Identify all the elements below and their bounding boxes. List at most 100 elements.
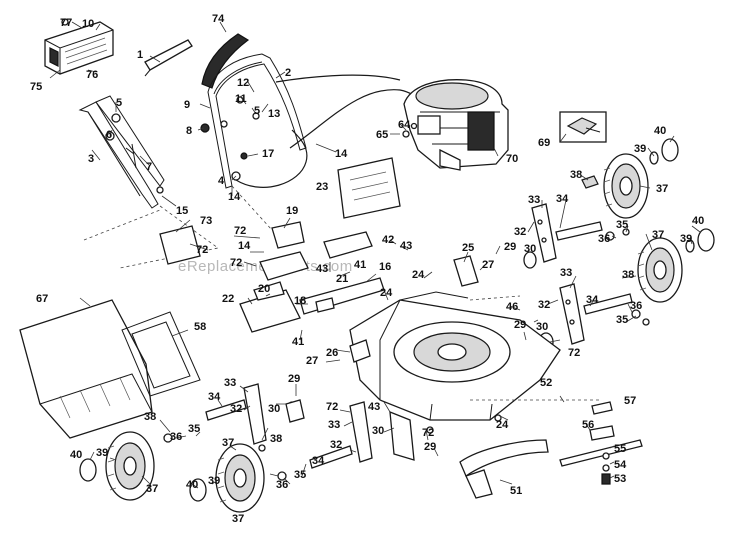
callout-40-c: 40 — [70, 449, 82, 461]
handle-assembly — [44, 18, 421, 269]
callout-4: 4 — [218, 175, 225, 187]
rear-wheel-top — [581, 138, 679, 219]
callout-7: 7 — [146, 161, 152, 173]
callout-12: 12 — [237, 77, 249, 89]
callout-72-b: 72 — [196, 244, 208, 256]
callout-14-b: 14 — [228, 191, 241, 203]
callout-40: 40 — [654, 125, 666, 137]
height-adjuster-left-rear — [205, 383, 305, 452]
callout-40-b: 40 — [692, 215, 704, 227]
height-adjuster-right-upper — [523, 203, 630, 269]
callout-23: 23 — [316, 181, 328, 193]
callout-33: 33 — [528, 194, 540, 206]
leader-lines — [49, 21, 701, 489]
part-upper-handle — [207, 53, 307, 189]
mulch-plate — [159, 221, 371, 363]
callout-37-c: 37 — [222, 437, 234, 449]
callout-38: 38 — [570, 169, 582, 181]
callout-32-b: 32 — [538, 299, 550, 311]
callout-22: 22 — [222, 293, 234, 305]
callout-11: 11 — [235, 93, 247, 105]
rear-wheel-bottom — [637, 228, 715, 303]
callout-30-c: 30 — [268, 403, 280, 415]
callout-20: 20 — [258, 283, 270, 295]
callout-18: 18 — [294, 295, 306, 307]
callout-34-b: 34 — [586, 294, 599, 306]
callout-52: 52 — [540, 377, 552, 389]
part-bracket — [144, 39, 193, 71]
callout-35-b: 35 — [616, 314, 628, 326]
callout-77: 77 — [60, 17, 72, 29]
callout-55: 55 — [614, 443, 626, 455]
callout-27: 27 — [482, 259, 494, 271]
callout-39-c: 39 — [96, 447, 108, 459]
callout-51: 51 — [510, 485, 522, 497]
callout-1: 1 — [137, 49, 143, 61]
callout-16: 16 — [379, 261, 391, 273]
callout-39: 39 — [634, 143, 646, 155]
callout-72-c: 72 — [230, 257, 242, 269]
callout-54: 54 — [614, 459, 627, 471]
callout-labels: 77 10 74 1 2 75 76 5 9 12 11 5 13 6 8 3 … — [30, 13, 704, 525]
callout-35: 35 — [616, 219, 628, 231]
callout-38-d: 38 — [270, 433, 282, 445]
callout-34-c: 34 — [208, 391, 221, 403]
mower-deck — [349, 291, 561, 421]
callout-72-d: 72 — [568, 347, 580, 359]
callout-5-b: 5 — [254, 105, 260, 117]
callout-29-d: 29 — [424, 441, 436, 453]
callout-70: 70 — [506, 153, 518, 165]
callout-32: 32 — [514, 226, 526, 238]
callout-32-d: 32 — [330, 439, 342, 451]
callout-14-c: 14 — [238, 240, 251, 252]
callout-29-b: 29 — [514, 319, 526, 331]
callout-27-b: 27 — [306, 355, 318, 367]
part-instruction-panel — [337, 157, 401, 219]
callout-72: 72 — [234, 225, 246, 237]
callout-34: 34 — [556, 193, 569, 205]
callout-13: 13 — [268, 108, 280, 120]
callout-64: 64 — [398, 119, 411, 131]
callout-43-b: 43 — [316, 263, 328, 275]
callout-24: 24 — [412, 269, 425, 281]
callout-36-c: 36 — [170, 431, 182, 443]
callout-46: 46 — [506, 301, 518, 313]
callout-40-d: 40 — [186, 479, 198, 491]
callout-53: 53 — [614, 473, 626, 485]
callout-67: 67 — [36, 293, 48, 305]
callout-14: 14 — [335, 148, 348, 160]
callout-42: 42 — [382, 234, 394, 246]
part-grass-bag — [19, 299, 153, 439]
callout-38-b: 38 — [622, 269, 634, 281]
callout-30-d: 30 — [372, 425, 384, 437]
callout-30: 30 — [524, 243, 536, 255]
callout-24-b: 24 — [380, 287, 393, 299]
callout-38-c: 38 — [144, 411, 156, 423]
part-side-plate — [159, 225, 201, 265]
callout-26: 26 — [326, 347, 338, 359]
callout-43: 43 — [400, 240, 412, 252]
grass-catcher — [19, 299, 201, 439]
callout-39-b: 39 — [680, 233, 692, 245]
callout-33-d: 33 — [328, 419, 340, 431]
engine-assembly — [402, 79, 509, 171]
callout-36-b: 36 — [630, 300, 642, 312]
callout-17: 17 — [262, 148, 274, 160]
callout-36: 36 — [598, 233, 610, 245]
callout-2: 2 — [285, 67, 291, 79]
callout-29-c: 29 — [288, 373, 300, 385]
callout-29: 29 — [504, 241, 516, 253]
callout-10: 10 — [82, 18, 94, 30]
part-blade — [559, 439, 643, 467]
callout-15: 15 — [176, 205, 188, 217]
callout-72-f: 72 — [422, 427, 434, 439]
callout-69: 69 — [538, 137, 550, 149]
callout-24-c: 24 — [496, 419, 509, 431]
callout-39-d: 39 — [208, 475, 220, 487]
part-baffle — [459, 439, 549, 499]
rear-deflector — [259, 231, 521, 315]
callout-33-b: 33 — [560, 267, 572, 279]
callout-74: 74 — [212, 13, 225, 25]
height-adjuster-left-front — [309, 401, 502, 469]
